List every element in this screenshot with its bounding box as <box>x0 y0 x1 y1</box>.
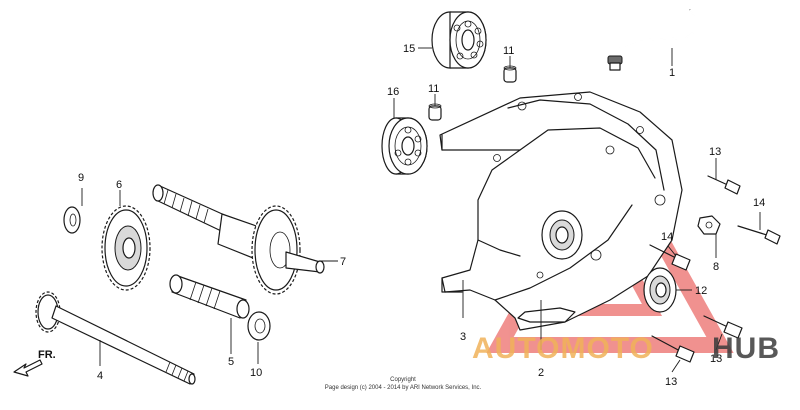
washer-9 <box>63 206 81 234</box>
drive-shaft-4 <box>35 291 196 385</box>
nut-8 <box>697 215 721 235</box>
watermark-text-hub: HUB <box>712 332 780 365</box>
callout-8: 8 <box>713 261 719 273</box>
oil-seal-12 <box>643 267 677 313</box>
dowel-pin-11b <box>428 103 442 121</box>
callout-7: 7 <box>340 256 346 268</box>
transmission-cover <box>439 91 683 331</box>
front-direction-label: FR. <box>38 349 56 361</box>
watermark-logo-text: AUTOMOTO HUB <box>472 332 780 365</box>
front-direction-arrow: FR. <box>13 349 56 377</box>
callout-13a: 13 <box>709 146 721 158</box>
callout-16: 16 <box>387 86 399 98</box>
callout-4: 4 <box>97 370 103 382</box>
callout-14b: 14 <box>753 197 765 209</box>
bolt-13a <box>707 175 741 195</box>
callout-9: 9 <box>78 172 84 184</box>
callout-11b: 11 <box>428 83 439 95</box>
leader-lines <box>81 47 761 373</box>
bolt-13c <box>651 335 695 363</box>
dowel-pin-11a <box>503 65 517 83</box>
bearing-16 <box>381 117 428 175</box>
callout-5: 5 <box>228 356 234 368</box>
callout-14a: 14 <box>661 231 673 243</box>
callout-11a: 11 <box>503 45 514 57</box>
copyright-line-1: Copyright <box>390 377 416 383</box>
callout-3: 3 <box>460 331 466 343</box>
gear-6 <box>101 205 151 291</box>
bolt-13b <box>703 315 743 339</box>
callout-2: 2 <box>538 367 544 379</box>
watermark-text-automoto: AUTOMOTO <box>472 332 654 365</box>
callout-12: 12 <box>695 285 707 297</box>
callout-10: 10 <box>250 367 262 379</box>
callout-13c: 13 <box>665 376 677 388</box>
washer-10 <box>247 311 271 341</box>
callout-labels: 1 2 3 4 5 6 7 8 9 10 11 11 12 13 13 13 1… <box>78 43 765 388</box>
callout-13b: 13 <box>710 353 722 365</box>
countershaft-7 <box>152 184 325 295</box>
breather-tube <box>607 9 695 71</box>
copyright-line-2: Page design (c) 2004 - 2014 by ARI Netwo… <box>325 385 482 391</box>
shaft-5 <box>169 274 250 319</box>
bearing-15 <box>431 11 487 69</box>
copyright-notice: Copyright Page design (c) 2004 - 2014 by… <box>325 377 482 391</box>
bolt-14b <box>649 244 691 271</box>
callout-1: 1 <box>669 67 675 79</box>
callout-6: 6 <box>116 179 122 191</box>
bolt-14a <box>737 225 781 245</box>
callout-15: 15 <box>403 43 415 55</box>
